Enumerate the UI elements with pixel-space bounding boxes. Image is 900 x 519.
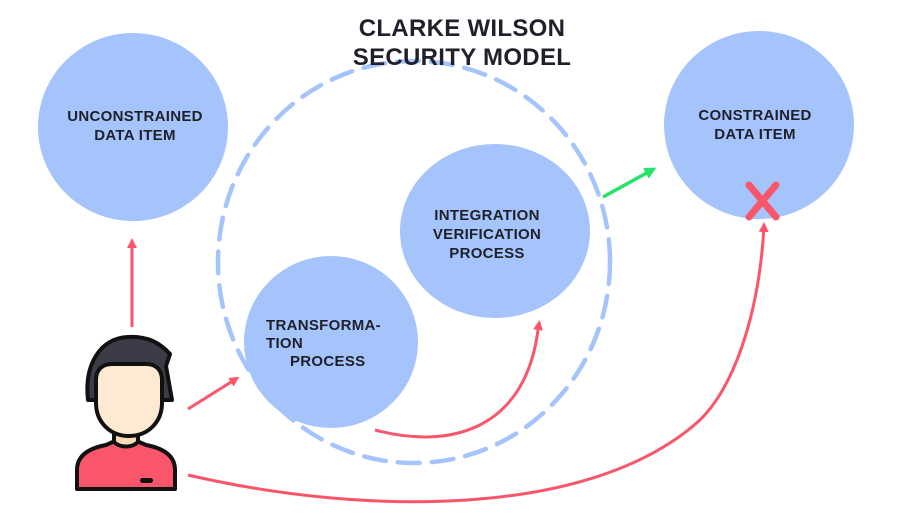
diagram-title: CLARKE WILSON SECURITY MODEL <box>300 14 624 72</box>
title-line-2: SECURITY MODEL <box>352 44 572 71</box>
label-line: DATA ITEM <box>94 127 176 144</box>
node-unconstrained-data-item <box>38 33 228 221</box>
label-line: TRANSFORMA- <box>266 317 381 334</box>
label-transformation-process: TRANSFORMA- TION PROCESS <box>266 317 406 371</box>
label-line: VERIFICATION <box>432 226 542 243</box>
node-constrained-data-item <box>664 31 854 219</box>
node-transformation-process <box>244 256 418 428</box>
label-line: PROCESS <box>290 353 366 370</box>
title-line-1: CLARKE WILSON <box>358 15 566 42</box>
edge-integration-to-constrained <box>602 167 657 199</box>
label-line: UNCONSTRAINED <box>67 108 203 125</box>
label-unconstrained-data-item: UNCONSTRAINED DATA ITEM <box>40 107 230 145</box>
trusted-boundary <box>215 58 613 466</box>
blocked-x-icon <box>745 181 780 221</box>
label-line: TION <box>266 335 304 352</box>
label-line: PROCESS <box>449 245 525 262</box>
user-icon <box>75 334 177 491</box>
label-line: CONSTRAINED <box>698 107 812 124</box>
edge-user-to-constrained-blocked <box>187 222 769 504</box>
label-line: DATA ITEM <box>714 126 796 143</box>
edge-transformation-to-integration <box>374 320 543 439</box>
label-integration-verification-process: INTEGRATION VERIFICATION PROCESS <box>392 206 582 263</box>
label-constrained-data-item: CONSTRAINED DATA ITEM <box>660 106 850 144</box>
label-line: INTEGRATION <box>434 207 540 224</box>
edge-user-to-transformation <box>187 376 240 411</box>
node-integration-verification-process <box>400 144 590 318</box>
